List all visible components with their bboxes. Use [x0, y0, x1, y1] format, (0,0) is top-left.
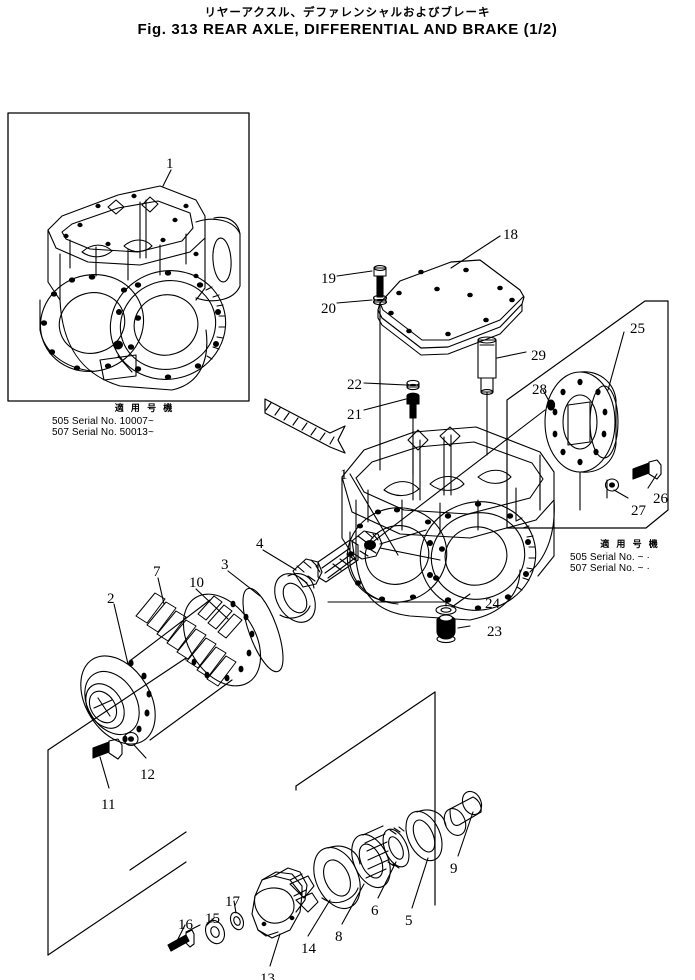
pinion-bearing-stack-drawing — [168, 788, 485, 966]
axle-housing-inset-drawing — [27, 170, 240, 394]
hub-serial-heading: 適 用 号 機 — [600, 540, 660, 550]
hub-bolt-assembly — [540, 455, 661, 510]
callout-washer-plug: 22 — [347, 377, 362, 393]
callout-differential-case: 7 — [153, 564, 161, 580]
hub-detail-box — [507, 301, 668, 528]
callout-shim-yoke: 15 — [205, 911, 220, 927]
level-plug-assembly — [364, 380, 419, 475]
hub-pin-drawing — [365, 390, 555, 548]
callout-bearing-outer: 5 — [405, 913, 413, 929]
callout-bearing-inner: 14 — [301, 941, 316, 957]
callout-washer-carrier: 12 — [140, 767, 155, 783]
callout-bearing-roller: 6 — [371, 903, 379, 919]
figure-title-japanese: リヤーアクスル、デファレンシャルおよびブレーキ — [204, 5, 491, 19]
hub-serial-line-507: 507 Serial No. ~ · — [570, 563, 650, 574]
callout-bolt-yoke: 16 — [178, 917, 193, 933]
axle-housing-main-drawing — [335, 427, 554, 624]
carrier-bolt-assembly — [93, 733, 146, 789]
inset-serial-line-507: 507 Serial No. 50013~ — [52, 427, 154, 438]
callout-plug-level: 21 — [347, 407, 362, 423]
differential-assembly-drawing — [65, 530, 440, 758]
inset-serial-line-505: 505 Serial No. 10007~ — [52, 415, 154, 427]
callout-wheel-hub-flange: 25 — [630, 321, 645, 337]
callout-breather: 29 — [531, 348, 546, 364]
callout-yoke-flange: 13 — [260, 971, 275, 980]
callout-drain-plug: 23 — [487, 624, 502, 640]
callout-pinion-gear: 4 — [256, 536, 264, 552]
callout-axle-housing-main: 1 — [340, 467, 348, 483]
callout-differential-carrier: 2 — [107, 591, 115, 607]
callout-spacer-collar: 9 — [450, 861, 458, 877]
cover-plate-drawing — [378, 236, 524, 355]
callout-bolt-hub: 26 — [653, 491, 668, 507]
callout-cover-plate: 18 — [503, 227, 518, 243]
cover-bolt-assembly — [337, 266, 387, 470]
callout-gasket-drain: 24 — [485, 596, 500, 612]
drain-plug-assembly — [328, 594, 470, 643]
callout-bolt-cover: 19 — [321, 271, 336, 287]
callout-oil-seal: 8 — [335, 929, 343, 945]
breather-drawing — [478, 337, 526, 455]
section-arrow — [265, 399, 345, 453]
callout-washer-cover: 20 — [321, 301, 336, 317]
inset-detail-box — [8, 113, 249, 401]
callout-bearing-cone: 3 — [221, 557, 229, 573]
callout-washer-yoke: 17 — [225, 894, 240, 910]
lower-detail-box — [48, 658, 435, 955]
inset-serial-heading: 適 用 号 機 — [114, 404, 175, 414]
figure-title-english: Fig. 313 REAR AXLE, DIFFERENTIAL AND BRA… — [137, 21, 558, 38]
callout-pin-hub: 28 — [532, 382, 547, 398]
callout-washer-hub: 27 — [631, 503, 646, 519]
hub-serial-note: 適 用 号 機 505 Serial No. ~ · 507 Serial No… — [570, 540, 690, 575]
wheel-hub-flange-drawing — [545, 332, 624, 472]
callout-bolt-carrier: 11 — [101, 797, 116, 813]
callout-ring-seal: 10 — [189, 575, 204, 591]
hub-serial-line-505: 505 Serial No. ~ · — [570, 551, 650, 563]
callout-axle-housing-inset: 1 — [166, 156, 174, 172]
inset-serial-note: 適 用 号 機 505 Serial No. 10007~ 507 Serial… — [52, 404, 237, 439]
